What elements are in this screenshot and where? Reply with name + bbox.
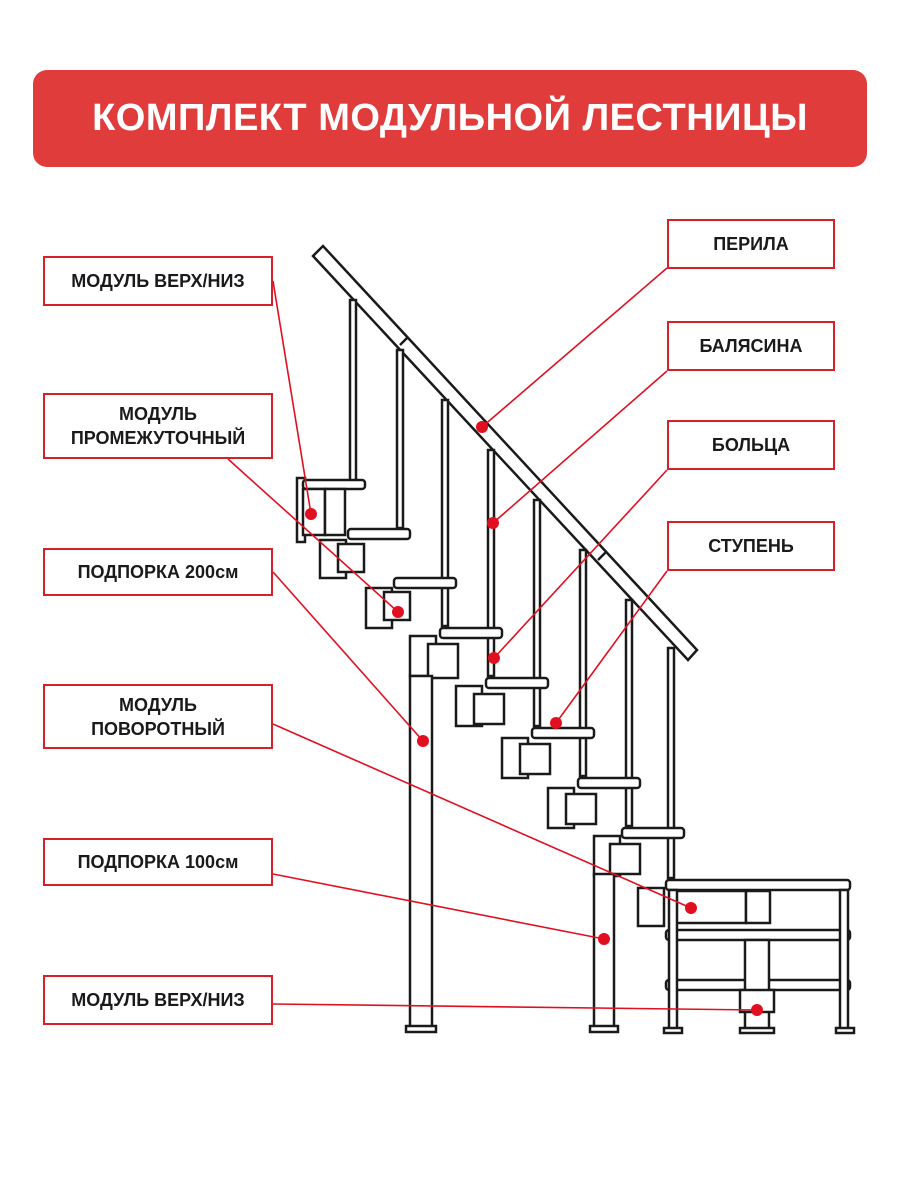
leader-line-module-intermediate	[227, 458, 399, 613]
support-post-200-base	[404, 1024, 438, 1034]
marker-dot-module-intermediate	[392, 606, 404, 618]
leader-line-module-top-bottom-lower	[272, 1003, 758, 1011]
landing-base	[662, 1026, 684, 1035]
support-post-100	[592, 872, 616, 1030]
marker-dot-handrail	[476, 421, 488, 433]
landing-block	[744, 889, 772, 925]
module-block	[382, 590, 412, 622]
step	[346, 527, 412, 541]
label-bolt: БОЛЬЦА	[667, 420, 835, 470]
marker-dot-module-turning	[685, 902, 697, 914]
handrail-joint	[597, 551, 607, 561]
marker-dot-step	[550, 717, 562, 729]
baluster	[440, 398, 450, 628]
baluster	[532, 498, 542, 728]
step	[392, 576, 458, 590]
marker-dot-support-100	[598, 933, 610, 945]
label-module-intermediate: МОДУЛЬ ПРОМЕЖУТОЧНЫЙ	[43, 393, 273, 459]
leader-line-module-top-bottom-upper	[272, 280, 312, 515]
module-block	[336, 542, 366, 574]
label-step: СТУПЕНЬ	[667, 521, 835, 571]
step	[301, 478, 367, 491]
baluster	[666, 646, 676, 880]
label-handrail: ПЕРИЛА	[667, 219, 835, 269]
label-baluster: БАЛЯСИНА	[667, 321, 835, 371]
module-block	[426, 642, 460, 680]
step	[484, 676, 550, 690]
leader-line-support-100	[272, 873, 605, 940]
marker-dot-baluster	[487, 517, 499, 529]
callout-leaders	[227, 267, 758, 1011]
label-support-200: ПОДПОРКА 200см	[43, 548, 273, 596]
baluster	[348, 298, 358, 484]
support-post-100-base	[588, 1024, 620, 1034]
module-block	[564, 792, 598, 826]
title-banner: КОМПЛЕКТ МОДУЛЬНОЙ ЛЕСТНИЦЫ	[33, 70, 867, 167]
marker-dot-bolt	[488, 652, 500, 664]
label-module-top-bottom-lower: МОДУЛЬ ВЕРХ/НИЗ	[43, 975, 273, 1025]
leader-line-handrail	[481, 267, 668, 428]
marker-dot-support-200	[417, 735, 429, 747]
baluster	[578, 548, 588, 778]
step	[620, 826, 686, 840]
step	[438, 626, 504, 640]
baluster	[486, 448, 496, 678]
marker-dot-module-top-bottom-upper	[305, 508, 317, 520]
page-title: КОМПЛЕКТ МОДУЛЬНОЙ ЛЕСТНИЦЫ	[92, 97, 808, 139]
module-block	[608, 842, 642, 876]
step	[576, 776, 642, 790]
module-block	[323, 487, 347, 537]
landing-base	[834, 1026, 856, 1035]
staircase-drawing	[295, 244, 856, 1035]
leader-line-bolt	[493, 469, 668, 659]
landing-step	[664, 878, 852, 892]
leader-line-support-200	[272, 571, 424, 742]
baluster	[395, 348, 405, 530]
module-block	[518, 742, 552, 776]
support-post-200	[408, 674, 434, 1030]
landing-leg	[838, 888, 850, 1032]
label-module-top-bottom-upper: МОДУЛЬ ВЕРХ/НИЗ	[43, 256, 273, 306]
leader-line-module-turning	[272, 723, 692, 909]
label-support-100: ПОДПОРКА 100см	[43, 838, 273, 886]
landing-base	[738, 1026, 776, 1035]
callout-markers	[305, 421, 763, 1016]
landing-column	[743, 938, 771, 1032]
module-block	[472, 692, 506, 726]
label-module-turning: МОДУЛЬ ПОВОРОТНЫЙ	[43, 684, 273, 749]
handrail-joint	[399, 336, 409, 346]
leader-line-baluster	[492, 370, 668, 524]
leader-line-step	[555, 570, 668, 724]
step	[530, 726, 596, 740]
marker-dot-module-top-bottom-lower	[751, 1004, 763, 1016]
landing-step	[664, 928, 852, 942]
baluster	[624, 598, 634, 828]
